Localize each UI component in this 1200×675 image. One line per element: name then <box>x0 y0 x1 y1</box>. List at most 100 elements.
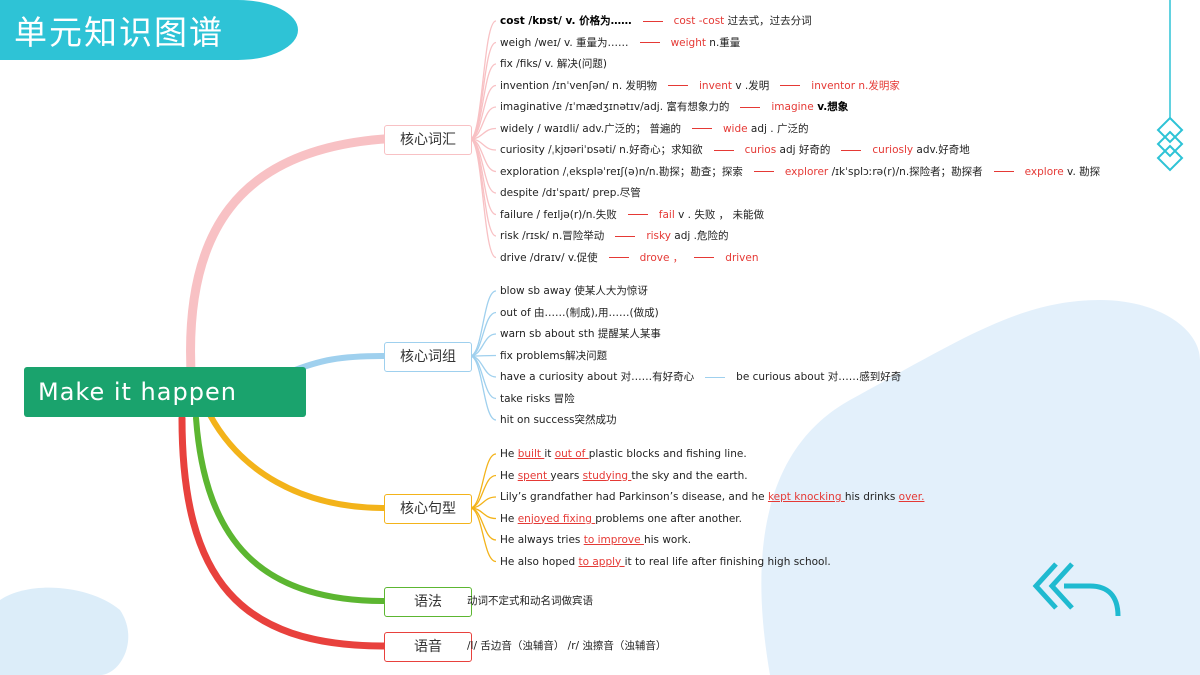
derived-word: fail <box>658 208 675 221</box>
vocab-word: despite /dɪˈspaɪt/ prep.尽管 <box>500 187 641 199</box>
derived-word: weight <box>670 36 706 49</box>
sentence-item[interactable]: He built it out of plastic blocks and fi… <box>500 447 747 461</box>
derived-word: explore <box>1024 165 1064 178</box>
dash-connector <box>642 20 663 22</box>
dash-connector <box>639 42 660 43</box>
phrase-link <box>469 355 497 400</box>
phrase-related: be curious about 对……感到好奇 <box>736 371 902 383</box>
derived-word: explorer <box>784 165 829 178</box>
dash-connector <box>627 214 648 215</box>
vocab-word: weigh /weɪ/ v. 重量为…… <box>500 36 629 49</box>
derived-gloss: adv.好奇地 <box>913 144 970 156</box>
dash-connector <box>694 257 715 258</box>
derived-gloss: v.想象 <box>813 101 849 113</box>
category-phrases[interactable]: 核心词组 <box>384 342 472 372</box>
vocab-word: curiosity /ˌkjʊəriˈɒsəti/ n.好奇心；求知欲 <box>500 144 703 156</box>
key-phrase: to improve <box>583 534 644 546</box>
vocab-item[interactable]: risk /rɪsk/ n.冒险举动 risky adj .危险的 <box>500 229 728 243</box>
phrase-text: warn sb about sth 提醒某人某事 <box>500 328 661 340</box>
sentence-item[interactable]: He spent years studying the sky and the … <box>500 469 748 483</box>
vocab-link <box>469 84 497 140</box>
page-title: 单元知识图谱 <box>14 13 224 52</box>
vocab-word: risk /rɪsk/ n.冒险举动 <box>500 230 605 242</box>
root-node[interactable]: Make it happen <box>24 367 306 417</box>
key-phrase: out of <box>554 448 589 460</box>
sentence-item[interactable]: He enjoyed fixing problems one after ano… <box>500 512 742 526</box>
category-phonetics[interactable]: 语音 <box>384 632 472 662</box>
derived-gloss: v .发明 <box>732 79 770 92</box>
dash-connector <box>841 149 862 151</box>
vocab-item[interactable]: exploration /ˌekspləˈreɪʃ(ə)n/n.勘探；勘查；探索… <box>500 165 1100 179</box>
derived-word: curiosly <box>872 144 914 156</box>
vocab-word: imaginative /ɪˈmædʒɪnətɪv/adj. 富有想象力的 <box>500 101 730 113</box>
phrase-text: take risks 冒险 <box>500 392 575 405</box>
vocab-item[interactable]: curiosity /ˌkjʊəriˈɒsəti/ n.好奇心；求知欲 curio… <box>500 143 970 157</box>
sentence-text: He also hoped <box>500 555 579 568</box>
derived-word: wide <box>722 122 748 135</box>
key-phrase: studying <box>582 469 632 482</box>
dash-connector <box>691 128 712 129</box>
dash-connector <box>780 85 801 86</box>
phrase-link <box>469 311 497 357</box>
sentence-item[interactable]: He always tries to improve his work. <box>500 533 691 547</box>
sentence-text: problems one after another. <box>595 512 742 525</box>
category-vocab[interactable]: 核心词汇 <box>384 125 472 155</box>
derived-gloss: v . 失败 ， 未能做 <box>674 208 764 221</box>
sentence-link <box>469 453 497 509</box>
key-phrase: over. <box>898 491 925 503</box>
diamond-chain-icon <box>1156 0 1184 172</box>
derived-word: inventor <box>811 79 856 92</box>
derived-word: imagine <box>771 101 814 113</box>
vocab-item[interactable]: weigh /weɪ/ v. 重量为……weight n.重量 <box>500 36 740 50</box>
phrase-link <box>469 354 497 357</box>
vocab-word: invention /ɪnˈvenʃən/ n. 发明物 <box>500 79 658 92</box>
vocab-item[interactable]: imaginative /ɪˈmædʒɪnətɪv/adj. 富有想象力的 ima… <box>500 100 848 114</box>
derived-gloss: adj 好奇的 <box>776 144 831 156</box>
sentence-text: plastic blocks and fishing line. <box>588 448 747 460</box>
vocab-item[interactable]: invention /ɪnˈvenʃən/ n. 发明物 invent v .发明… <box>500 79 900 93</box>
sentence-text: it <box>544 448 555 460</box>
vocab-item[interactable]: despite /dɪˈspaɪt/ prep.尽管 <box>500 186 641 200</box>
sentence-item[interactable]: Lily’s grandfather had Parkinson’s disea… <box>500 490 924 504</box>
phrase-text: hit on success突然成功 <box>500 414 617 426</box>
derived-gloss: 过去式，过去分词 <box>724 15 812 27</box>
grammar-note: 动词不定式和动名词做宾语 <box>467 595 593 607</box>
vocab-item[interactable]: fix /fiks/ v. 解决(问题) <box>500 57 607 71</box>
key-phrase: enjoyed fixing <box>517 512 596 525</box>
phrase-item[interactable]: blow sb away 使某人大为惊讶 <box>500 284 648 298</box>
sentence-text: it to real life after finishing high sch… <box>624 555 831 568</box>
sentence-text: the sky and the earth. <box>631 469 748 482</box>
derived-word: invent <box>699 79 733 92</box>
derived-gloss: adj .危险的 <box>670 230 729 242</box>
derived-word: cost -cost <box>673 15 725 27</box>
sentence-item[interactable]: He also hoped to apply it to real life a… <box>500 555 831 569</box>
phrase-item[interactable]: warn sb about sth 提醒某人某事 <box>500 327 661 341</box>
phrase-text: out of 由……(制成),用……(做成) <box>500 306 659 319</box>
sentence-text: years <box>550 469 583 482</box>
derived-gloss: v. 勘探 <box>1063 165 1101 178</box>
key-phrase: spent <box>517 469 551 482</box>
vocab-link <box>469 138 497 259</box>
phrase-link <box>469 355 497 421</box>
branch-vocab <box>186 134 389 393</box>
phrase-item[interactable]: out of 由……(制成),用……(做成) <box>500 306 659 320</box>
vocab-item[interactable]: cost /kɒst/ v. 价格为……cost -cost 过去式，过去分词 <box>500 14 812 28</box>
dash-connector <box>740 106 761 108</box>
vocab-word: fix /fiks/ v. 解决(问题) <box>500 58 608 70</box>
phrase-item[interactable]: fix problems解决问题 <box>500 349 607 363</box>
phrase-item[interactable]: hit on success突然成功 <box>500 413 617 427</box>
key-phrase: to apply <box>578 555 625 568</box>
branch-phonetics <box>178 414 388 650</box>
sentence-text: his work. <box>643 534 692 546</box>
dash-connector <box>713 149 734 151</box>
category-grammar[interactable]: 语法 <box>384 587 472 617</box>
derived-word: risky <box>646 230 671 242</box>
phrase-item[interactable]: take risks 冒险 <box>500 392 575 406</box>
back-arrow-icon[interactable] <box>1028 556 1128 622</box>
category-sentences[interactable]: 核心句型 <box>384 494 472 524</box>
